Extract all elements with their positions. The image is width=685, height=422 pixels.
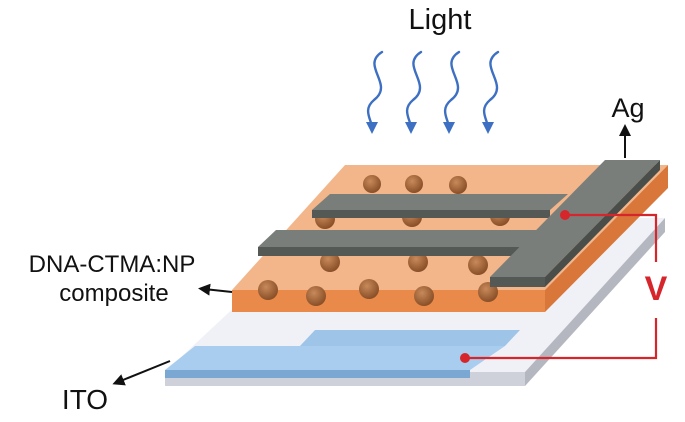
nanoparticles xyxy=(258,175,510,306)
composite-label-line1: DNA-CTMA:NP xyxy=(29,251,196,278)
light-wave-arrow xyxy=(365,50,384,134)
light-wave-arrow xyxy=(404,50,423,134)
light-wave-arrow xyxy=(481,50,500,134)
light-arrows xyxy=(365,50,500,134)
pointer-arrow xyxy=(198,283,233,296)
light-label: Light xyxy=(409,4,472,36)
voltage-label: V xyxy=(645,270,668,308)
ito-label: ITO xyxy=(62,384,108,415)
pointer-arrows xyxy=(112,124,631,386)
ag-label: Ag xyxy=(611,93,644,123)
voltage-circuit: V xyxy=(460,210,668,363)
composite-label-line2: composite xyxy=(59,280,168,307)
ag-electrode xyxy=(258,160,660,287)
ito-contact-dot xyxy=(460,353,470,363)
ag-contact-dot xyxy=(560,210,570,220)
light-wave-arrow xyxy=(442,50,461,134)
pointer-arrow xyxy=(112,360,171,386)
